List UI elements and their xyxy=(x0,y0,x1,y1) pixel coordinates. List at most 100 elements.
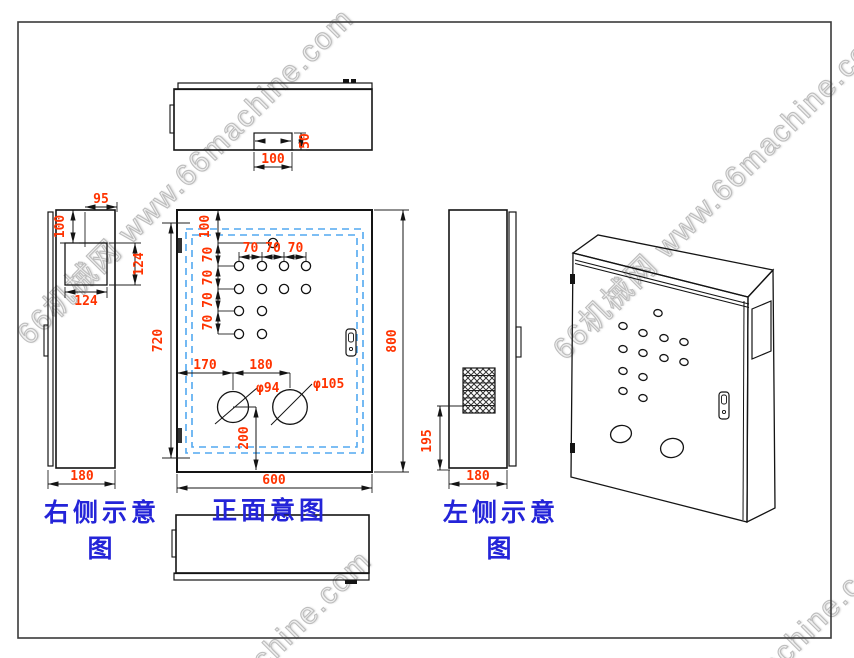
dim-label: φ94 xyxy=(256,381,280,396)
side-panel xyxy=(448,209,508,469)
front-panel xyxy=(176,209,373,473)
dimension-door-height-720: 720 xyxy=(151,222,190,459)
mounting-holes xyxy=(233,237,312,340)
caption-right-side-view: 右侧示意图 xyxy=(43,498,160,563)
left-side-view: 195 180 xyxy=(420,209,522,489)
cabinet-top-face xyxy=(571,234,775,298)
hinge xyxy=(171,529,177,558)
dim-label: 800 xyxy=(385,329,400,353)
hinge xyxy=(178,428,182,443)
dimension-square-height: 124 xyxy=(109,242,147,286)
top-view: 100 50 xyxy=(169,79,373,171)
dim-label: 70 xyxy=(288,241,304,256)
mounting-hole xyxy=(300,260,312,272)
door-edge xyxy=(47,211,54,467)
dimension-hole-bottom-200: 200 xyxy=(233,406,259,470)
gland-hole-3d xyxy=(609,424,633,444)
bottom-lid xyxy=(173,572,370,581)
dim-label: 100 xyxy=(198,215,213,239)
dim-label: 170 xyxy=(193,358,217,373)
cable-cutout xyxy=(253,132,293,151)
handle xyxy=(345,328,357,357)
hinge xyxy=(570,274,575,284)
mounting-hole xyxy=(233,305,245,317)
dim-label: 200 xyxy=(237,426,252,450)
dim-label: 180 xyxy=(466,469,490,484)
dim-label: 70 xyxy=(201,270,216,286)
dim-label: 124 xyxy=(132,252,147,276)
dim-label: 50 xyxy=(298,133,313,149)
side-cutout xyxy=(751,300,772,360)
mounting-hole xyxy=(278,260,290,272)
mounting-hole xyxy=(300,283,312,295)
dim-label: 600 xyxy=(262,473,286,488)
side-panel xyxy=(55,209,116,469)
dimension-top-cutout-width: 100 xyxy=(253,152,293,171)
dim-label: 180 xyxy=(249,358,273,373)
dim-label: 70 xyxy=(201,315,216,331)
dimension-top-cutout-height: 50 xyxy=(294,132,313,151)
door-edge xyxy=(508,211,517,467)
dim-label: 70 xyxy=(201,247,216,263)
mounting-hole xyxy=(267,237,279,249)
gland-hole-3d xyxy=(659,437,685,459)
dimension-width-600: 600 xyxy=(176,473,373,493)
hinge xyxy=(178,238,182,253)
dimension-vent-offset-195: 195 xyxy=(420,405,464,471)
dimension-height-800: 800 xyxy=(374,209,409,473)
perspective-view xyxy=(570,234,776,524)
mounting-hole xyxy=(256,283,268,295)
mounting-hole xyxy=(256,260,268,272)
side-cutout xyxy=(64,242,108,286)
hinge xyxy=(570,443,575,453)
door-seal-outer xyxy=(185,228,364,454)
dim-label: 124 xyxy=(74,294,98,309)
mounting-hole xyxy=(233,260,245,272)
drawing-border xyxy=(17,21,832,639)
dimension-square-width: 124 xyxy=(64,287,108,309)
caption-left-side-view: 左侧示意图 xyxy=(442,498,559,563)
dim-label: 70 xyxy=(201,292,216,308)
gland-hole-105 xyxy=(272,389,308,425)
handle xyxy=(718,391,730,420)
dimension-top-gap-100: 100 xyxy=(53,210,79,244)
dim-label: φ105 xyxy=(313,377,344,392)
dim-label: 100 xyxy=(53,215,68,239)
dim-label: 100 xyxy=(261,152,285,167)
latch xyxy=(351,79,356,83)
dim-label: 180 xyxy=(70,469,94,484)
dimension-hole-positions: 170 180 xyxy=(177,358,291,390)
handle xyxy=(43,324,49,357)
mounting-holes-3d xyxy=(618,308,689,403)
caption-front-view: 正面意图 xyxy=(211,496,328,525)
dimension-depth-180: 180 xyxy=(47,469,116,489)
dim-label: 195 xyxy=(420,429,435,452)
door-seal-inner xyxy=(191,234,358,448)
dimension-offset-95: 95 xyxy=(84,192,118,247)
mounting-hole xyxy=(256,305,268,317)
mounting-hole xyxy=(233,283,245,295)
dimension-col-chain: 70 70 70 xyxy=(238,241,307,261)
vent-grille xyxy=(462,367,496,414)
latch xyxy=(345,580,357,584)
mounting-hole xyxy=(256,328,268,340)
cabinet-right-face xyxy=(746,268,776,524)
dimension-row-chain: 100 70 70 70 70 xyxy=(198,210,268,335)
front-view: φ94 φ105 100 70 70 70 70 xyxy=(151,209,409,493)
dim-label: 720 xyxy=(151,329,166,353)
dim-label: 95 xyxy=(93,192,109,207)
right-side-view: 95 100 124 124 xyxy=(43,192,147,489)
dim-label: 70 xyxy=(265,241,281,256)
hinge xyxy=(169,104,175,134)
bottom-view xyxy=(171,514,370,584)
top-view-body xyxy=(173,88,373,151)
handle xyxy=(515,326,522,358)
dim-label: 70 xyxy=(243,241,259,256)
dimension-depth-180: 180 xyxy=(448,469,508,489)
mounting-hole xyxy=(278,283,290,295)
cabinet-front-face xyxy=(570,252,749,523)
top-view-lid xyxy=(177,82,373,90)
latch xyxy=(343,79,349,83)
